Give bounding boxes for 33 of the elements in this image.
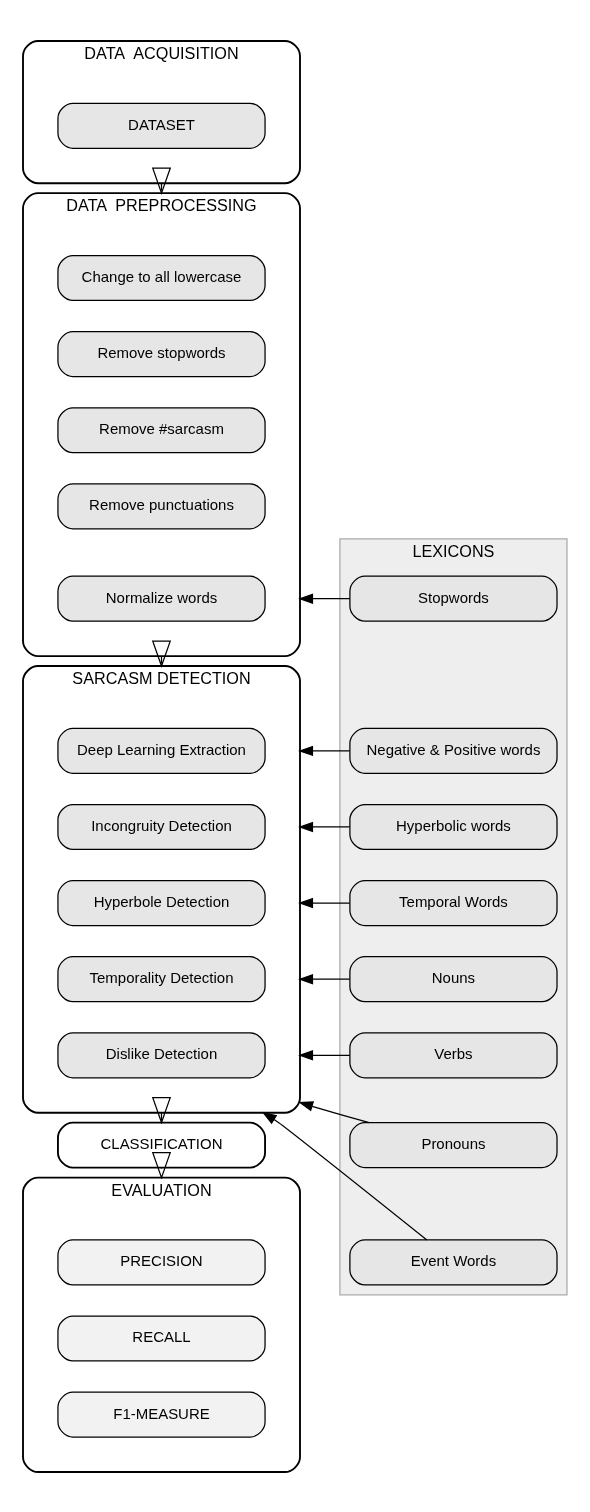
node-box: Incongruity Detection xyxy=(57,803,266,850)
node-box: DATASET xyxy=(57,102,266,149)
node-box: RECALL xyxy=(57,1314,266,1362)
node-box: Temporality Detection xyxy=(57,955,266,1002)
node-box: Pronouns xyxy=(349,1121,558,1168)
arrow xyxy=(151,167,172,195)
arrow xyxy=(298,1049,351,1061)
node-box: Event Words xyxy=(349,1238,558,1285)
arrow xyxy=(151,639,172,668)
node-box: Remove punctuations xyxy=(57,482,266,529)
node-box: Deep Learning Extraction xyxy=(57,727,266,774)
node-box: Verbs xyxy=(349,1031,558,1078)
arrow xyxy=(298,592,351,604)
node-box: Negative & Positive words xyxy=(349,727,558,774)
arrow xyxy=(298,745,351,756)
node-box: Dislike Detection xyxy=(57,1031,266,1078)
arrow xyxy=(298,973,351,984)
node-box: Temporal Words xyxy=(349,879,558,926)
arrow xyxy=(298,1100,370,1123)
node-box: Normalize words xyxy=(57,575,266,622)
node-box: Remove stopwords xyxy=(57,330,266,377)
arrow xyxy=(298,821,351,832)
node-box: Hyperbole Detection xyxy=(57,879,266,926)
arrow xyxy=(298,897,351,908)
node-box: Remove #sarcasm xyxy=(57,406,266,453)
node-box: Stopwords xyxy=(349,575,558,622)
arrow xyxy=(261,1111,428,1241)
node-box: PRECISION xyxy=(57,1238,266,1285)
node-box: Hyperbolic words xyxy=(349,803,558,850)
node-box: Nouns xyxy=(349,955,558,1002)
node-box: F1-MEASURE xyxy=(57,1391,266,1438)
arrow xyxy=(151,1151,172,1179)
node-box: Change to all lowercase xyxy=(57,254,266,301)
